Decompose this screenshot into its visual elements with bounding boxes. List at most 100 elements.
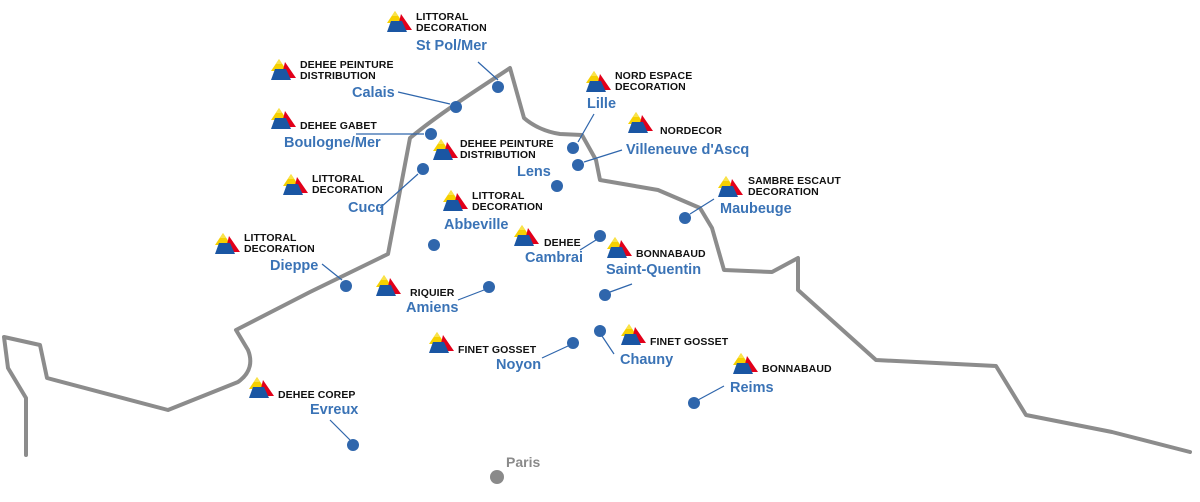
store-city-reims[interactable]: Reims	[730, 380, 774, 396]
store-city-amiens[interactable]: Amiens	[406, 300, 459, 316]
store-name-line: FINET GOSSET	[650, 336, 729, 348]
tricolor-triangle-logo-icon	[271, 59, 296, 80]
store-name-reims: BONNABAUD	[762, 364, 832, 375]
store-name-line: BONNABAUD	[762, 363, 832, 375]
store-city-abbeville[interactable]: Abbeville	[444, 217, 509, 233]
store-city-cambrai[interactable]: Cambrai	[525, 250, 584, 266]
store-marker-boulogne[interactable]	[425, 128, 437, 140]
store-name-boulogne: DEHEE GABET	[300, 121, 377, 132]
tricolor-triangle-logo-icon	[249, 377, 274, 398]
store-name-line: DEHEE	[544, 237, 581, 249]
store-marker-amiens[interactable]	[483, 281, 495, 293]
store-name-line: RIQUIER	[410, 287, 455, 299]
tricolor-triangle-logo-icon	[429, 332, 454, 353]
store-name-line: DECORATION	[748, 186, 819, 198]
leader-line-villeneuve	[583, 149, 623, 163]
store-marker-cambrai[interactable]	[594, 230, 606, 242]
store-city-saint-quentin[interactable]: Saint-Quentin	[606, 262, 702, 278]
tricolor-triangle-logo-icon	[607, 237, 632, 258]
store-name-villeneuve: NORDECOR	[660, 126, 722, 137]
tricolor-triangle-logo-icon	[443, 190, 468, 211]
store-marker-abbeville[interactable]	[428, 239, 440, 251]
store-name-line: LITTORAL	[416, 11, 469, 23]
tricolor-triangle-logo-icon	[718, 176, 743, 197]
store-city-maubeuge[interactable]: Maubeuge	[720, 201, 792, 217]
store-marker-chauny[interactable]	[594, 325, 606, 337]
store-city-chauny[interactable]: Chauny	[620, 352, 674, 368]
tricolor-triangle-logo-icon	[271, 108, 296, 129]
store-name-noyon: FINET GOSSET	[458, 345, 536, 356]
tricolor-triangle-logo-icon	[387, 11, 412, 32]
store-name-line: BONNABAUD	[636, 248, 706, 260]
store-marker-maubeuge[interactable]	[679, 212, 691, 224]
store-marker-calais[interactable]	[450, 101, 462, 113]
paris-marker	[490, 470, 504, 484]
store-name-line: DEHEE PEINTURE	[300, 59, 394, 71]
store-name-line: FINET GOSSET	[458, 344, 537, 356]
leader-line-dieppe	[321, 263, 343, 281]
store-name-line: DEHEE PEINTURE	[460, 138, 554, 150]
tricolor-triangle-logo-icon	[621, 324, 646, 345]
store-name-line: DECORATION	[615, 81, 686, 93]
leader-line-saint-quentin	[609, 283, 633, 293]
region-border-line	[2, 66, 1192, 457]
tricolor-triangle-logo-icon	[215, 233, 240, 254]
store-marker-reims[interactable]	[688, 397, 700, 409]
store-name-line: DISTRIBUTION	[460, 149, 536, 161]
store-city-lens[interactable]: Lens	[517, 164, 551, 180]
store-city-lille[interactable]: Lille	[587, 96, 617, 112]
store-name-amiens: RIQUIER	[410, 288, 454, 299]
leader-lines	[321, 61, 725, 441]
store-city-st-pol[interactable]: St Pol/Mer	[416, 38, 487, 54]
tricolor-triangle-logo-icon	[628, 112, 653, 133]
store-marker-evreux[interactable]	[347, 439, 359, 451]
tricolor-triangle-logo-icon	[376, 275, 401, 296]
store-name-saint-quentin: BONNABAUD	[636, 249, 706, 260]
tricolor-triangle-logo-icon	[586, 71, 611, 92]
store-name-line: LITTORAL	[312, 173, 365, 185]
store-city-villeneuve[interactable]: Villeneuve d'Ascq	[626, 142, 750, 158]
tricolor-triangle-logo-icon	[733, 353, 758, 374]
store-marker-lille[interactable]	[567, 142, 579, 154]
store-marker-cucq[interactable]	[417, 163, 429, 175]
store-city-boulogne[interactable]: Boulogne/Mer	[284, 135, 381, 151]
store-city-calais[interactable]: Calais	[352, 85, 395, 101]
store-marker-lens[interactable]	[551, 180, 563, 192]
store-name-line: DISTRIBUTION	[300, 70, 376, 82]
store-name-chauny: FINET GOSSET	[650, 337, 728, 348]
store-name-line: DECORATION	[416, 22, 487, 34]
store-city-evreux[interactable]: Evreux	[310, 402, 359, 418]
store-name-line: DECORATION	[244, 243, 315, 255]
store-name-cambrai: DEHEE	[544, 238, 581, 249]
leader-line-amiens	[457, 289, 485, 301]
leader-line-cambrai	[579, 239, 597, 251]
store-name-line: DECORATION	[312, 184, 383, 196]
store-marker-st-pol[interactable]	[492, 81, 504, 93]
store-marker-dieppe[interactable]	[340, 280, 352, 292]
store-name-line: DEHEE COREP	[278, 389, 356, 401]
store-city-dieppe[interactable]: Dieppe	[270, 258, 319, 274]
store-markers[interactable]	[340, 81, 700, 451]
store-city-noyon[interactable]: Noyon	[496, 357, 542, 373]
store-name-line: NORDECOR	[660, 125, 723, 137]
store-name-line: NORD ESPACE	[615, 70, 693, 82]
store-name-evreux: DEHEE COREP	[278, 390, 356, 401]
store-marker-villeneuve[interactable]	[572, 159, 584, 171]
store-marker-noyon[interactable]	[567, 337, 579, 349]
tricolor-triangle-logo-icon	[514, 225, 539, 246]
leader-line-noyon	[541, 345, 569, 359]
leader-line-chauny	[601, 335, 615, 355]
leader-line-lille	[577, 113, 595, 143]
store-name-line: LITTORAL	[472, 190, 525, 202]
store-marker-saint-quentin[interactable]	[599, 289, 611, 301]
store-city-cucq[interactable]: Cucq	[348, 200, 385, 216]
